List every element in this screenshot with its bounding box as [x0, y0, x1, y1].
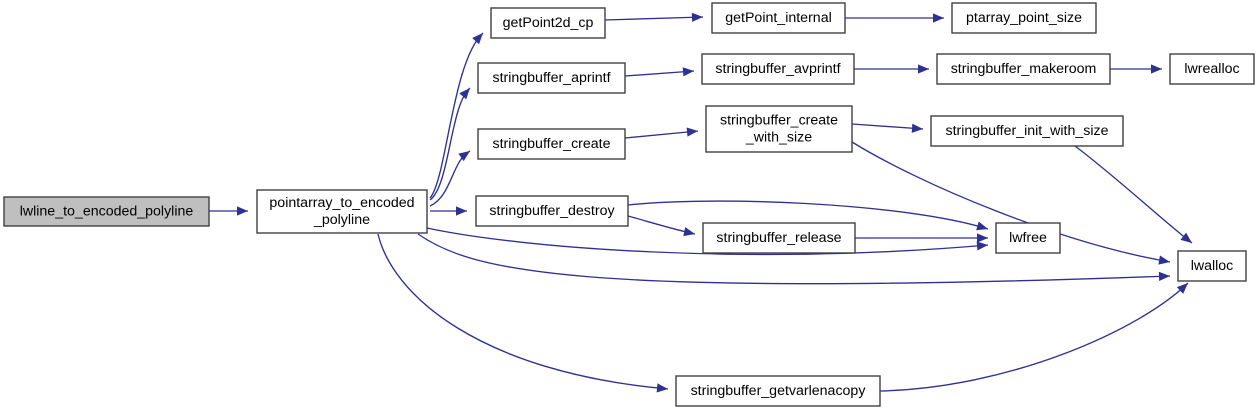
node-box[interactable] [711, 2, 846, 34]
node-box[interactable] [930, 115, 1124, 147]
edge-stringbuffer_makeroom-to-lwrealloc [1110, 64, 1162, 74]
node-box[interactable] [3, 196, 210, 227]
arrowhead-icon [458, 151, 470, 162]
node-label: stringbuffer_avprintf [715, 61, 840, 77]
arrowhead-icon [1180, 232, 1192, 243]
node-label: lwline_to_encoded_polyline [20, 203, 194, 219]
node-lwalloc[interactable]: lwalloc [1177, 250, 1247, 282]
edge-stringbuffer_create-to-stringbuffer_create_with_size [624, 127, 699, 139]
arrowhead-icon [472, 33, 483, 45]
arrowhead-icon [656, 383, 668, 393]
node-box[interactable] [702, 222, 856, 254]
node-pointarray_to_encoded_polyline[interactable]: pointarray_to_encoded_polyline [256, 189, 428, 234]
edge-getPoint2d_cp-to-getPoint_internal [604, 12, 704, 22]
node-stringbuffer_create[interactable]: stringbuffer_create [477, 128, 626, 160]
edge-stringbuffer_release-to-lwfree [855, 233, 988, 243]
node-label: _polyline [313, 212, 370, 228]
node-label: lwfree [1009, 230, 1047, 246]
edges-layer [209, 12, 1193, 393]
arrowhead-icon [977, 233, 988, 243]
edge-pointarray_to_encoded_polyline-to-lwfree [426, 227, 989, 256]
edge-pointarray_to_encoded_polyline-to-stringbuffer_create [429, 150, 471, 207]
node-box[interactable] [1169, 53, 1255, 85]
node-label: stringbuffer_create [720, 112, 838, 128]
node-box[interactable] [475, 195, 629, 227]
node-box[interactable] [951, 2, 1097, 34]
node-box[interactable] [675, 375, 881, 407]
edge-stringbuffer_init_with_size-to-lwalloc [1074, 145, 1193, 244]
node-stringbuffer_avprintf[interactable]: stringbuffer_avprintf [701, 53, 855, 85]
arrowhead-icon [459, 88, 470, 100]
arrowhead-icon [918, 64, 929, 74]
node-label: stringbuffer_create [492, 136, 610, 152]
arrowhead-icon [237, 206, 248, 216]
node-label: _with_size [745, 129, 812, 145]
node-label: getPoint2d_cp [503, 15, 594, 31]
node-lwline_to_encoded_polyline[interactable]: lwline_to_encoded_polyline [3, 196, 210, 227]
edge-stringbuffer_create_with_size-to-stringbuffer_init_with_size [851, 123, 924, 133]
node-label: lwalloc [1191, 258, 1234, 274]
edge-getPoint_internal-to-ptarray_point_size [845, 13, 944, 23]
node-label: lwrealloc [1184, 61, 1239, 77]
node-lwrealloc[interactable]: lwrealloc [1169, 53, 1255, 85]
node-label: getPoint_internal [725, 10, 831, 26]
edge-pointarray_to_encoded_polyline-to-stringbuffer_getvarlenacopy [377, 233, 669, 393]
nodes-layer: lwline_to_encoded_polyline pointarray_to_… [3, 2, 1255, 407]
node-label: stringbuffer_init_with_size [946, 123, 1109, 139]
node-box[interactable] [256, 189, 428, 234]
arrowhead-icon [1151, 64, 1162, 74]
node-label: stringbuffer_release [716, 230, 841, 246]
node-box[interactable] [490, 7, 606, 39]
arrowhead-icon [1176, 283, 1188, 294]
edge-pointarray_to_encoded_polyline-to-lwalloc [417, 233, 1171, 285]
edge-stringbuffer_getvarlenacopy-to-lwalloc [879, 282, 1189, 392]
edge-stringbuffer_destroy-to-lwfree [627, 200, 989, 231]
node-box[interactable] [1177, 250, 1247, 282]
arrowhead-icon [911, 123, 923, 133]
arrowhead-icon [1158, 271, 1170, 281]
arrowhead-icon [691, 12, 703, 22]
arrowhead-icon [1158, 255, 1170, 265]
arrowhead-icon [682, 67, 694, 77]
edge-pointarray_to_encoded_polyline-to-stringbuffer_aprintf [429, 87, 471, 201]
node-stringbuffer_aprintf[interactable]: stringbuffer_aprintf [477, 62, 626, 94]
arrowhead-icon [976, 221, 988, 231]
node-label: stringbuffer_getvarlenacopy [691, 383, 867, 399]
node-label: stringbuffer_destroy [489, 203, 615, 219]
node-label: stringbuffer_makeroom [951, 61, 1097, 77]
node-box[interactable] [705, 105, 853, 153]
node-box[interactable] [701, 53, 855, 85]
arrowhead-icon [933, 13, 944, 23]
node-stringbuffer_create_with_size[interactable]: stringbuffer_create_with_size [705, 105, 853, 153]
node-box[interactable] [477, 62, 626, 94]
node-box[interactable] [477, 128, 626, 160]
arrowhead-icon [456, 206, 467, 216]
node-stringbuffer_init_with_size[interactable]: stringbuffer_init_with_size [930, 115, 1124, 147]
node-box[interactable] [995, 222, 1061, 254]
node-getPoint_internal[interactable]: getPoint_internal [711, 2, 846, 34]
edge-pointarray_to_encoded_polyline-to-stringbuffer_destroy [430, 206, 467, 216]
node-stringbuffer_release[interactable]: stringbuffer_release [702, 222, 856, 254]
edge-stringbuffer_destroy-to-stringbuffer_release [627, 215, 696, 237]
arrowhead-icon [686, 127, 698, 137]
arrowhead-icon [976, 241, 988, 251]
edge-stringbuffer_aprintf-to-stringbuffer_avprintf [624, 67, 695, 77]
node-getPoint2d_cp[interactable]: getPoint2d_cp [490, 7, 606, 39]
node-label: pointarray_to_encoded [269, 195, 414, 211]
edge-stringbuffer_avprintf-to-stringbuffer_makeroom [854, 64, 929, 74]
node-label: ptarray_point_size [966, 10, 1082, 26]
arrowhead-icon [683, 227, 695, 237]
node-stringbuffer_destroy[interactable]: stringbuffer_destroy [475, 195, 629, 227]
edge-pointarray_to_encoded_polyline-to-getPoint2d_cp [429, 32, 484, 199]
node-ptarray_point_size[interactable]: ptarray_point_size [951, 2, 1097, 34]
node-label: stringbuffer_aprintf [492, 70, 610, 86]
node-box[interactable] [936, 53, 1111, 85]
node-stringbuffer_makeroom[interactable]: stringbuffer_makeroom [936, 53, 1111, 85]
edge-stringbuffer_create_with_size-to-lwalloc [851, 141, 1171, 265]
edge-lwline_to_encoded_polyline-to-pointarray_to_encoded_polyline [209, 206, 248, 216]
node-stringbuffer_getvarlenacopy[interactable]: stringbuffer_getvarlenacopy [675, 375, 881, 407]
node-lwfree[interactable]: lwfree [995, 222, 1061, 254]
